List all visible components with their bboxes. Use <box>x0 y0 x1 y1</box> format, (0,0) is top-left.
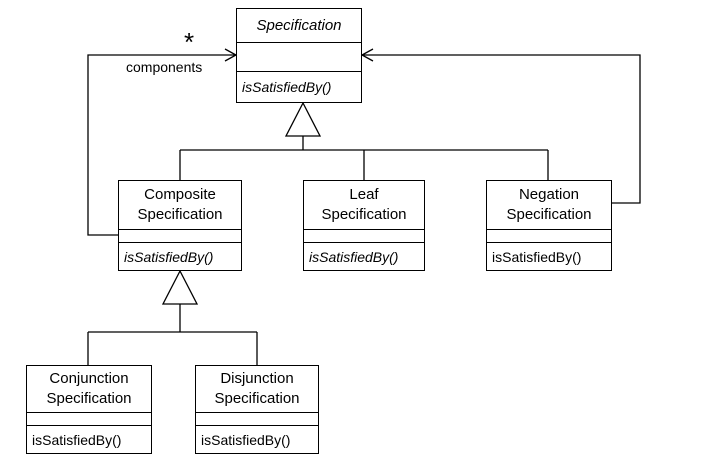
class-name-line1: Composite <box>144 186 216 203</box>
disjunction-specification-class[interactable]: Disjunction Specification isSatisfiedBy(… <box>195 365 319 454</box>
disjunction-specification-class-name: Disjunction Specification <box>196 366 318 413</box>
attributes-compartment <box>487 230 611 243</box>
generalization-triangle <box>284 101 322 137</box>
negation-association-line <box>362 54 641 204</box>
class-name-line1: Conjunction <box>49 370 129 387</box>
multiplicity-label: * <box>184 27 195 57</box>
operation: isSatisfiedBy() <box>309 248 399 265</box>
attributes-compartment <box>27 413 151 426</box>
class-name-line1: Disjunction <box>220 370 294 387</box>
attributes-compartment <box>196 413 318 426</box>
conjunction-specification-class-name: Conjunction Specification <box>27 366 151 413</box>
class-name-line1: Leaf <box>349 186 379 203</box>
operation: isSatisfiedBy() <box>32 431 122 448</box>
components-label: components <box>126 59 203 75</box>
negation-specification-class-name: Negation Specification <box>487 181 611 230</box>
class-name-line2: Specification <box>137 206 223 223</box>
operation: isSatisfiedBy() <box>492 248 582 265</box>
leaf-specification-class-name: Leaf Specification <box>304 181 424 230</box>
operation: isSatisfiedBy() <box>242 79 332 95</box>
class-name: Specification <box>256 16 342 34</box>
association-arrowhead <box>360 48 374 62</box>
conjunction-specification-class[interactable]: Conjunction Specification isSatisfiedBy(… <box>26 365 152 454</box>
operation: isSatisfiedBy() <box>201 431 291 448</box>
specification-class-name: Specification <box>237 9 361 43</box>
attributes-compartment <box>119 230 241 243</box>
negation-specification-class[interactable]: Negation Specification isSatisfiedBy() <box>486 180 612 271</box>
components-association-line <box>87 54 236 236</box>
specification-class[interactable]: Specification isSatisfiedBy() <box>236 8 362 103</box>
class-name-line2: Specification <box>46 390 132 407</box>
leaf-specification-class[interactable]: Leaf Specification isSatisfiedBy() <box>303 180 425 271</box>
generalization-triangle <box>161 269 199 305</box>
class-name-line2: Specification <box>506 206 592 223</box>
composite-specification-class[interactable]: Composite Specification isSatisfiedBy() <box>118 180 242 271</box>
class-name-line1: Negation <box>518 186 580 203</box>
attributes-compartment <box>304 230 424 243</box>
operation: isSatisfiedBy() <box>124 248 214 265</box>
class-name-line2: Specification <box>321 206 407 223</box>
attributes-compartment <box>237 43 361 72</box>
class-name-line2: Specification <box>214 390 300 407</box>
composite-specification-class-name: Composite Specification <box>119 181 241 230</box>
